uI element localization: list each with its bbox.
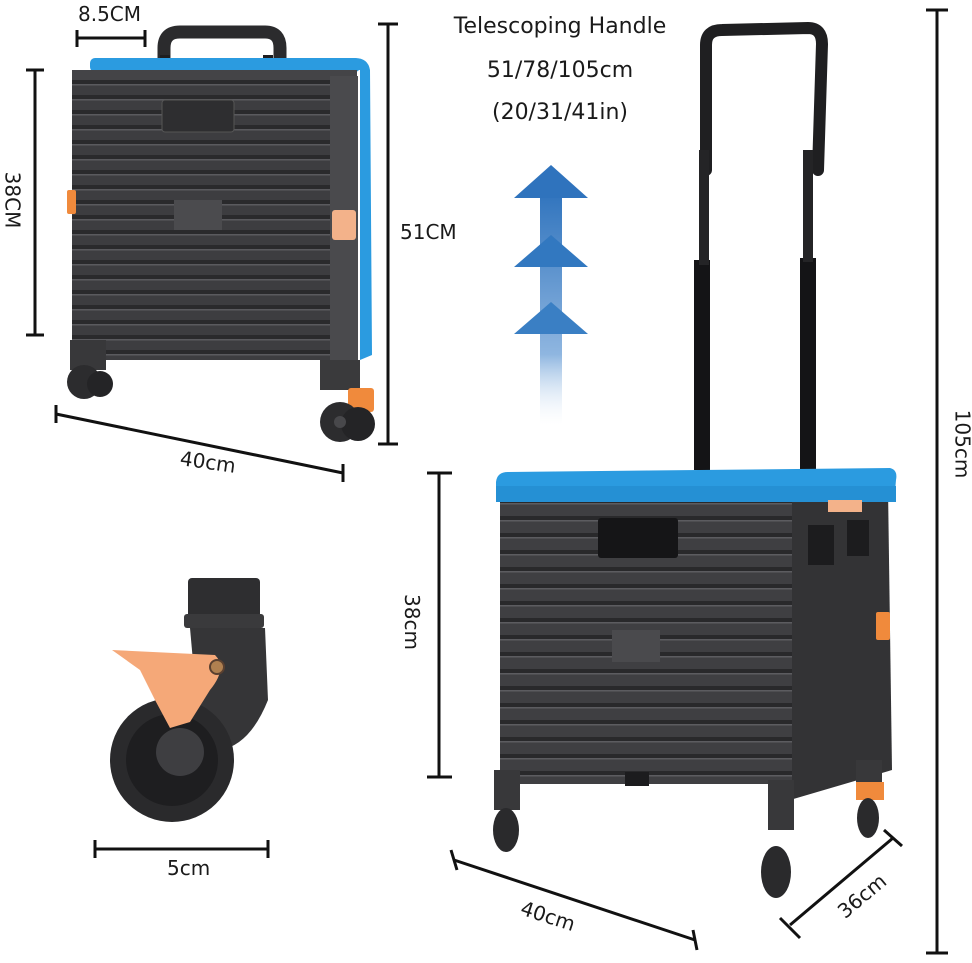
open-total-height-label: 105cm	[950, 409, 972, 479]
open-cart-image	[493, 21, 897, 898]
folded-height-with-handle-label: 51CM	[400, 220, 457, 244]
folded-dimension-lines	[26, 22, 398, 482]
folded-depth-label: 8.5CM	[78, 2, 142, 26]
handle-lengths-cm: 51/78/105cm	[486, 58, 634, 83]
extend-arrows-icon	[514, 165, 588, 425]
folded-height-label: 38CM	[0, 171, 25, 229]
handle-lengths-in: (20/31/41in)	[491, 100, 629, 125]
open-dimension-lines	[427, 8, 948, 955]
wheel-diameter-label: 5cm	[167, 856, 211, 880]
wheel-dimension-line	[93, 840, 270, 858]
folded-cart-image	[67, 25, 375, 442]
caster-wheel-image	[110, 578, 268, 822]
handle-title: Telescoping Handle	[453, 14, 667, 39]
open-body-height-label: 38cm	[399, 594, 424, 650]
